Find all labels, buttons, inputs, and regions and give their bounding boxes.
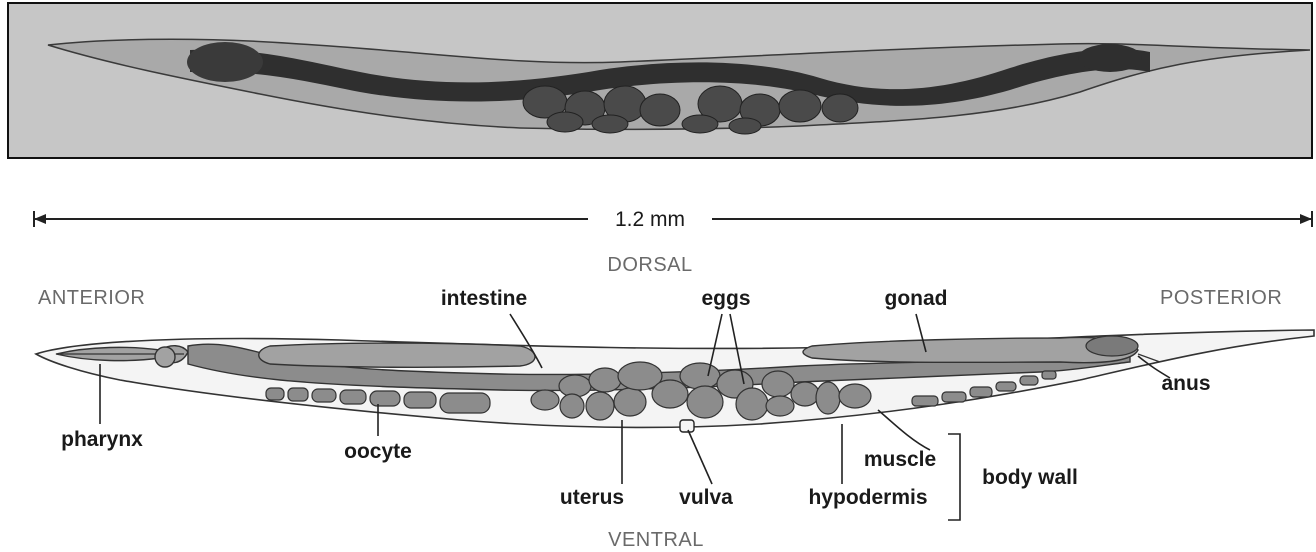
- label-gonad: gonad: [885, 287, 948, 310]
- label-pharynx: pharynx: [61, 428, 143, 451]
- scale-bar-label: 1.2 mm: [615, 208, 685, 231]
- label-uterus: uterus: [560, 486, 624, 509]
- posterior-label: POSTERIOR: [1160, 287, 1282, 309]
- label-intestine: intestine: [441, 287, 527, 310]
- ventral-label: VENTRAL: [608, 529, 704, 551]
- vulva-organ: [680, 420, 694, 432]
- gonad-tip: [1086, 336, 1138, 356]
- gonad-arm-anterior: [259, 343, 535, 367]
- label-muscle: muscle: [864, 448, 936, 471]
- label-oocyte: oocyte: [344, 440, 412, 463]
- scale-bar: 1.2 mm: [34, 208, 1312, 231]
- label-hypodermis: hypodermis: [808, 486, 927, 509]
- label-vulva: vulva: [679, 486, 733, 509]
- label-body-wall: body wall: [982, 466, 1078, 489]
- micrograph-panel: [8, 3, 1312, 158]
- anterior-label: ANTERIOR: [38, 287, 145, 309]
- worm-diagram: [36, 330, 1314, 432]
- label-eggs: eggs: [701, 287, 750, 310]
- label-anus: anus: [1161, 372, 1210, 395]
- dorsal-label: DORSAL: [607, 254, 692, 276]
- micrograph-gonad: [1078, 44, 1142, 72]
- micrograph-pharynx: [187, 42, 263, 82]
